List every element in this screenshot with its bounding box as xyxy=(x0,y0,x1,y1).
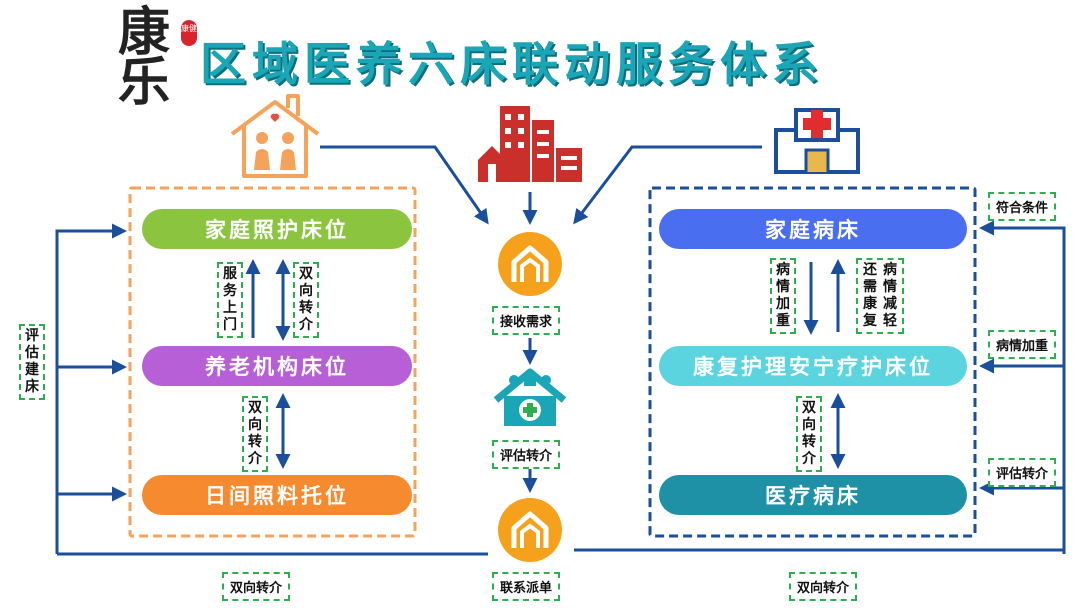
bed-family-sickbed: 家庭病床 xyxy=(659,209,967,249)
label-dispatch: 联系派单 xyxy=(492,572,561,601)
label-bottom-right: 双向转介 xyxy=(789,572,858,601)
label-service-door: 服务上门 xyxy=(217,262,243,338)
label-worsen: 病情加重 xyxy=(770,258,796,334)
label-evaluate-refer: 评估转介 xyxy=(988,458,1057,487)
logo-seal: 康健 xyxy=(181,20,197,46)
right-frame xyxy=(648,186,977,538)
right-outer-bracket xyxy=(979,220,1066,554)
label-worsen-side: 病情加重 xyxy=(988,330,1057,359)
community-service-icon-2 xyxy=(498,498,562,562)
care-house-icon xyxy=(493,368,567,426)
left-outer-bracket xyxy=(55,223,127,554)
label-left-two-way-1: 双向转介 xyxy=(293,262,319,338)
bed-home-care: 家庭照护床位 xyxy=(142,209,412,249)
arrow-home-to-center xyxy=(320,145,489,225)
label-receive: 接收需求 xyxy=(492,306,561,335)
bed-rehab-hospice: 康复护理安宁疗护床位 xyxy=(659,346,967,386)
label-left-two-way-2: 双向转介 xyxy=(242,396,268,472)
label-bottom-left: 双向转介 xyxy=(222,572,291,601)
left-frame xyxy=(128,186,417,538)
label-rehab-combined: 还需康复 病情减轻 xyxy=(856,258,904,334)
logo: 康乐 xyxy=(118,2,171,113)
community-service-icon xyxy=(498,232,562,296)
label-rehab-col1: 还需康复 xyxy=(863,262,877,329)
bed-day-care: 日间照料托位 xyxy=(142,475,412,515)
label-meets-conditions: 符合条件 xyxy=(988,192,1057,221)
page-title: 区域医养六床联动服务体系 xyxy=(200,37,824,91)
hospital-icon xyxy=(774,108,860,174)
bed-elderly-institution: 养老机构床位 xyxy=(142,346,412,386)
label-right-two-way: 双向转介 xyxy=(796,396,822,472)
home-care-icon xyxy=(230,94,320,178)
label-rehab-col2: 病情减轻 xyxy=(883,262,897,329)
arrow-hospital-to-center xyxy=(573,145,762,225)
bed-medical: 医疗病床 xyxy=(659,475,967,515)
label-evaluate-build: 评估建床 xyxy=(19,324,45,400)
label-center-evaluate: 评估转介 xyxy=(492,440,561,469)
city-buildings-icon xyxy=(478,106,582,182)
